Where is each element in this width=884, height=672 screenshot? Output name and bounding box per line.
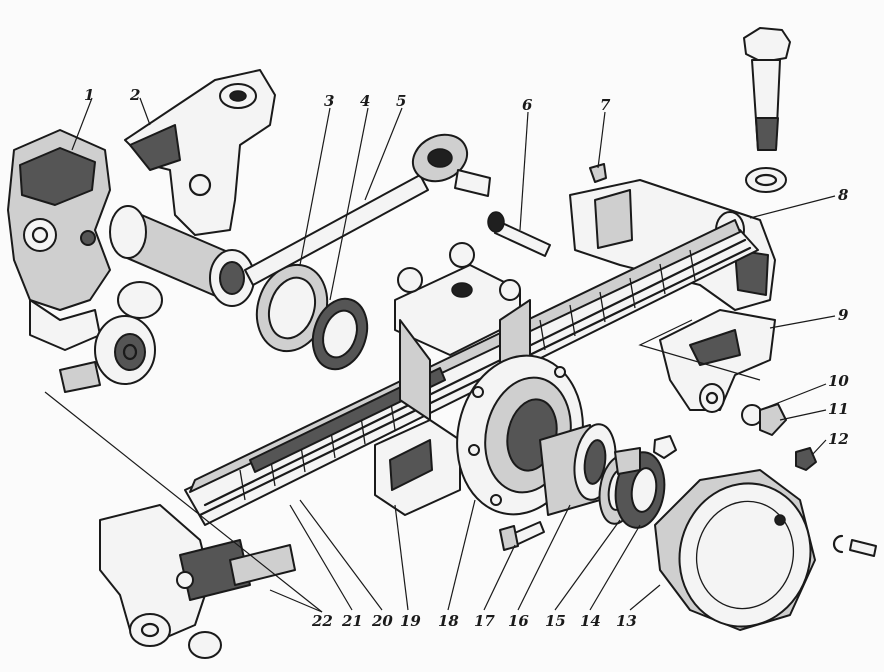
label-3: 3 xyxy=(324,92,334,110)
label-21: 21 xyxy=(341,612,363,630)
right-screw xyxy=(832,534,877,557)
part-3-ring xyxy=(255,263,329,353)
leaf-spring xyxy=(184,219,759,526)
part-2-upper-bracket xyxy=(124,69,276,236)
top-bolt xyxy=(743,27,791,193)
label-7: 7 xyxy=(600,96,611,114)
part-6-bolt xyxy=(487,211,551,257)
label-13: 13 xyxy=(616,612,637,630)
bracket-pin xyxy=(109,205,255,307)
part-14-threaded-nut xyxy=(614,447,666,529)
leader-lines xyxy=(44,97,836,613)
label-4: 4 xyxy=(360,92,370,110)
label-22: 22 xyxy=(311,612,333,630)
label-9: 9 xyxy=(838,306,849,324)
part-labels: 1 2 3 4 5 6 7 8 9 10 11 12 13 14 15 16 1… xyxy=(84,86,849,630)
front-shackle xyxy=(59,281,163,393)
part-10-11-nut-washer xyxy=(741,403,787,436)
small-nut xyxy=(653,435,677,459)
part-4-ring xyxy=(311,297,369,371)
part-12-nut xyxy=(795,447,817,471)
label-17: 17 xyxy=(474,612,495,630)
label-10: 10 xyxy=(828,372,849,390)
part-13-cover xyxy=(654,469,816,631)
part-19-pad xyxy=(374,419,461,516)
part-1-front-bracket xyxy=(7,129,111,351)
label-18: 18 xyxy=(438,612,459,630)
rear-shackle xyxy=(99,504,296,659)
label-11: 11 xyxy=(828,400,849,418)
label-5: 5 xyxy=(396,92,406,110)
label-6: 6 xyxy=(522,96,533,114)
label-2: 2 xyxy=(129,86,140,104)
label-15: 15 xyxy=(545,612,566,630)
part-5-rod xyxy=(244,133,491,286)
label-1: 1 xyxy=(84,86,94,104)
part-7-nut xyxy=(589,163,607,183)
label-16: 16 xyxy=(508,612,529,630)
label-12: 12 xyxy=(828,430,849,448)
part-17-bolt xyxy=(499,521,545,551)
label-14: 14 xyxy=(580,612,601,630)
label-8: 8 xyxy=(838,186,849,204)
label-20: 20 xyxy=(371,612,393,630)
part-9-lower-bracket xyxy=(659,309,776,413)
label-19: 19 xyxy=(400,612,421,630)
